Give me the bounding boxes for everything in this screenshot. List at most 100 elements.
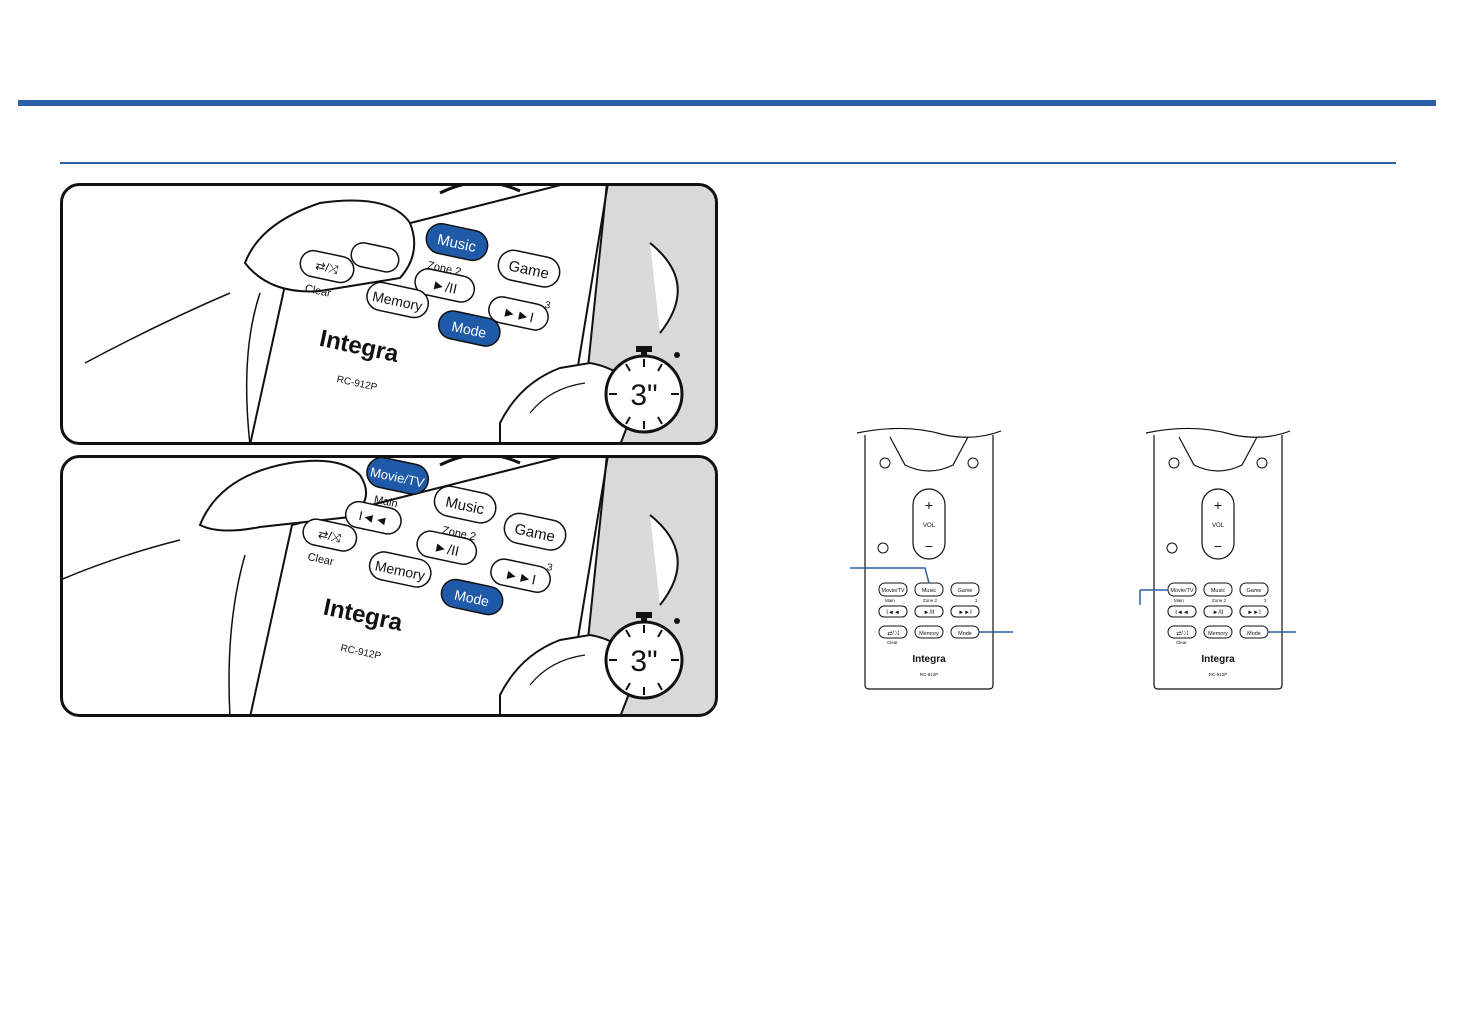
clear-label: Clear (1176, 640, 1187, 645)
zone3-label: 3 (546, 562, 554, 574)
music-button[interactable] (424, 221, 491, 263)
clear-label: Clear (307, 551, 336, 568)
remote-diagram-svg: + VOL − Movie/TV Main Music Zone 2 3 Gam… (850, 427, 1013, 690)
mode-button[interactable] (436, 308, 502, 348)
repeat-shuffle-icon: ⇄/⤨ (1176, 630, 1188, 637)
remote-diagram-movietv: + VOL − Movie/TV Main Music Zone 2 3 Gam… (1134, 425, 1304, 695)
next-track-icon: ►►I (1247, 610, 1261, 616)
play-pause-button[interactable] (413, 267, 477, 305)
zone2-label: Zone 2 (1212, 598, 1227, 603)
next-button[interactable] (1239, 605, 1269, 618)
game-label: Game (958, 588, 973, 594)
repeat-shuffle-button[interactable] (298, 248, 356, 285)
memory-label: Memory (1208, 631, 1228, 637)
memory-button[interactable] (914, 625, 944, 639)
prev-button[interactable] (1167, 605, 1197, 618)
repeat-shuffle-icon: ⇄/⤨ (887, 630, 899, 637)
play-pause-icon: ►/II (430, 276, 458, 297)
svg-text:−: − (1214, 538, 1222, 554)
volume-rocker[interactable] (912, 488, 946, 560)
memory-button[interactable] (364, 280, 430, 320)
callout-music (850, 567, 930, 584)
vol-label: VOL (923, 523, 936, 529)
next-track-icon: ►►I (501, 303, 535, 325)
game-label: Game (1247, 588, 1262, 594)
music-label: Music (1211, 588, 1226, 594)
game-button[interactable] (950, 582, 980, 597)
prev-button[interactable] (878, 605, 908, 618)
movie-tv-label: Movie/TV (1170, 588, 1194, 594)
repeat-shuffle-button[interactable] (878, 625, 908, 639)
play-pause-icon: ►/II (432, 538, 460, 559)
mute-icon (877, 542, 889, 554)
memory-button[interactable] (367, 549, 433, 589)
illustration-music-mode: Music Game Zone 2 3 ►/II ►►I ⇄/⤨ Clear M… (60, 183, 718, 445)
timer-icon: 3" (604, 346, 684, 434)
illustration-svg: Music Game Zone 2 3 ►/II ►►I ⇄/⤨ Clear M… (60, 183, 718, 445)
timer-icon: 3" (604, 612, 684, 700)
game-button[interactable] (496, 248, 563, 290)
prev-track-icon: I◄◄ (886, 610, 900, 616)
mode-label: Mode (450, 318, 488, 341)
next-track-icon: ►►I (958, 610, 972, 616)
illustration-svg: Movie/TV Main Music Game Zone 2 3 I◄◄ ►/… (60, 455, 718, 717)
zone3-label: 3 (1264, 598, 1267, 603)
play-pause-button[interactable] (415, 529, 479, 567)
illustration-movietv-mode: Movie/TV Main Music Game Zone 2 3 I◄◄ ►/… (60, 455, 718, 717)
main-label: Main (885, 598, 895, 603)
remote-body (1153, 435, 1283, 690)
repeat-shuffle-button[interactable] (301, 517, 359, 554)
zone3-label: 3 (544, 300, 552, 312)
music-button[interactable] (432, 483, 499, 525)
dpad (889, 436, 969, 472)
power-icon (879, 457, 891, 469)
play-pause-icon: ►/II (924, 610, 935, 616)
finger (198, 459, 368, 532)
next-button[interactable] (486, 294, 550, 332)
movie-tv-button[interactable] (364, 455, 431, 497)
zone3-label: 3 (975, 598, 978, 603)
brand-logo: Integra (912, 654, 946, 665)
panel-border (60, 183, 718, 445)
svg-text:−: − (925, 538, 933, 554)
next-button[interactable] (950, 605, 980, 618)
mode-button[interactable] (439, 577, 505, 617)
main-label: Main (1174, 598, 1184, 603)
music-label: Music (922, 588, 937, 594)
prev-button[interactable] (343, 499, 403, 536)
memory-button[interactable] (1203, 625, 1233, 639)
music-button[interactable] (1203, 582, 1233, 597)
prev-track-icon: I◄◄ (357, 508, 389, 529)
timer-label: 3" (630, 379, 657, 412)
timer-label: 3" (630, 645, 657, 678)
model-label: RC-912P (920, 672, 939, 677)
mode-label: Mode (453, 587, 491, 610)
memory-label: Memory (919, 631, 939, 637)
minus-icon (1256, 457, 1268, 469)
volume-rocker[interactable] (1201, 488, 1235, 560)
zone2-label: Zone 2 (923, 598, 938, 603)
movie-tv-label: Movie/TV (881, 588, 905, 594)
remote-diagram-svg: + VOL − Movie/TV Main Music Zone 2 3 Gam… (1139, 427, 1296, 690)
dpad (1178, 436, 1258, 472)
power-icon (1168, 457, 1180, 469)
svg-text:+: + (1214, 497, 1222, 513)
clear-label: Clear (304, 283, 333, 300)
mode-label: Mode (958, 631, 972, 637)
repeat-shuffle-icon: ⇄/⤨ (317, 527, 343, 546)
minus-icon (967, 457, 979, 469)
game-button[interactable] (1239, 582, 1269, 597)
repeat-shuffle-button[interactable] (1167, 625, 1197, 639)
header-rule (18, 100, 1436, 106)
clear-label: Clear (887, 640, 898, 645)
movie-tv-button[interactable] (878, 582, 908, 597)
game-button[interactable] (502, 511, 569, 553)
play-pause-button[interactable] (914, 605, 944, 618)
play-pause-button[interactable] (1203, 605, 1233, 618)
remote-body (864, 435, 994, 690)
vol-label: VOL (1212, 523, 1225, 529)
prev-track-icon: I◄◄ (1175, 610, 1189, 616)
prev-button[interactable] (349, 241, 401, 274)
next-button[interactable] (489, 557, 553, 595)
mute-icon (1166, 542, 1178, 554)
